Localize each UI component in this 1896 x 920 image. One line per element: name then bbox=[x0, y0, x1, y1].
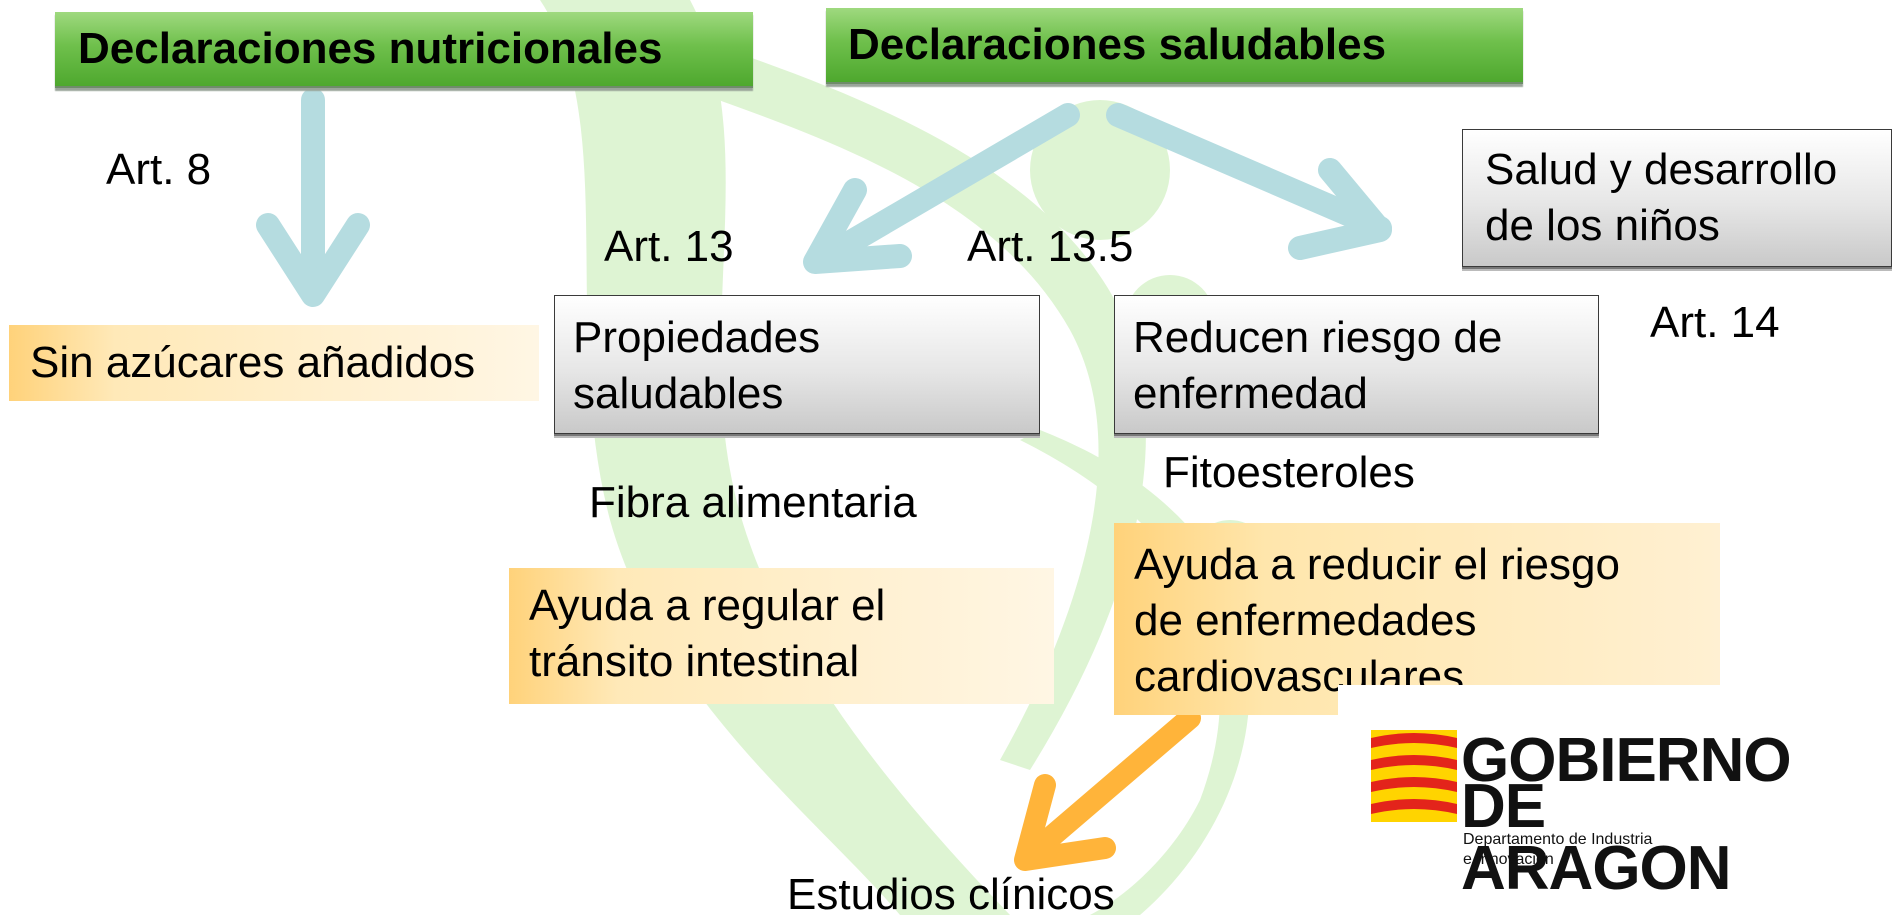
health-claims-box: Declaraciones saludables bbox=[826, 8, 1523, 84]
children-health-line1: Salud y desarrollo bbox=[1485, 145, 1838, 194]
fibra-label: Fibra alimentaria bbox=[589, 478, 917, 527]
logo-dept-line1: Departamento de Industria bbox=[1463, 831, 1653, 848]
cardiovascular-line1: Ayuda a reducir el riesgo bbox=[1134, 540, 1620, 589]
disease-risk-line2: enfermedad bbox=[1133, 369, 1368, 418]
nutritional-claims-label: Declaraciones nutricionales bbox=[78, 24, 663, 73]
clinical-studies-label: Estudios clínicos bbox=[787, 870, 1115, 919]
aragon-flag-icon bbox=[1371, 730, 1457, 822]
disease-risk-line1: Reducen riesgo de bbox=[1133, 313, 1503, 362]
art-14-label: Art. 14 bbox=[1650, 298, 1780, 347]
logo-line1: GOBIERNO bbox=[1461, 726, 1792, 795]
cardiovascular-box: Ayuda a reducir el riesgo de enfermedade… bbox=[1114, 523, 1720, 715]
fitoesteroles-label: Fitoesteroles bbox=[1163, 448, 1415, 497]
art-13-label: Art. 13 bbox=[604, 222, 734, 271]
healthy-properties-line2: saludables bbox=[573, 369, 784, 418]
children-health-box: Salud y desarrollo de los niños bbox=[1462, 129, 1892, 267]
no-added-sugar-label: Sin azúcares añadidos bbox=[30, 338, 476, 387]
nutritional-claims-box: Declaraciones nutricionales bbox=[55, 12, 753, 88]
intestinal-transit-line1: Ayuda a regular el bbox=[529, 581, 886, 630]
art-8-label: Art. 8 bbox=[106, 145, 212, 194]
healthy-properties-line1: Propiedades bbox=[573, 313, 821, 362]
health-claims-label: Declaraciones saludables bbox=[848, 20, 1387, 69]
intestinal-transit-box: Ayuda a regular el tránsito intestinal bbox=[509, 568, 1054, 704]
disease-risk-box: Reducen riesgo de enfermedad bbox=[1114, 295, 1599, 434]
healthy-properties-box: Propiedades saludables bbox=[554, 295, 1040, 434]
cardiovascular-line2: de enfermedades bbox=[1134, 596, 1477, 645]
blue-arrows bbox=[256, 88, 1392, 307]
logo-line2: DE ARAGON bbox=[1461, 772, 1732, 903]
orange-arrow bbox=[1014, 707, 1201, 871]
intestinal-transit-line2: tránsito intestinal bbox=[529, 637, 860, 686]
logo-dept-line2: e Innovación bbox=[1463, 851, 1554, 868]
no-added-sugar-box: Sin azúcares añadidos bbox=[9, 325, 539, 401]
gobierno-aragon-logo: GOBIERNO DE ARAGON Departamento de Indus… bbox=[1338, 685, 1793, 903]
children-health-line2: de los niños bbox=[1485, 201, 1720, 250]
art-13-5-label: Art. 13.5 bbox=[967, 222, 1134, 271]
